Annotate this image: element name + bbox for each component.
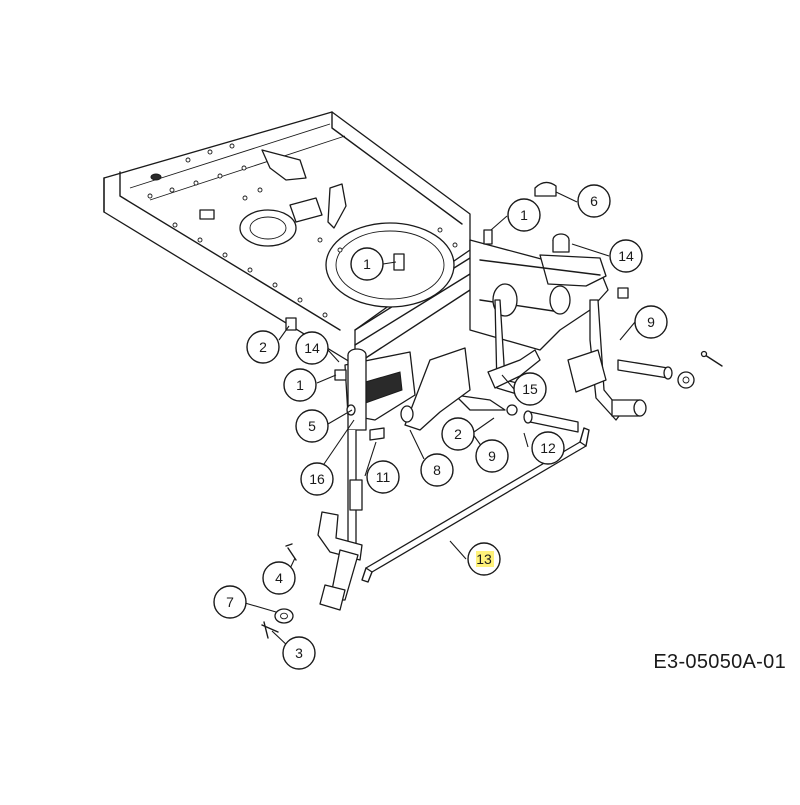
callout-9-right[interactable]: 9 [634,305,668,339]
callout-label: 9 [647,314,655,330]
callout-15[interactable]: 15 [513,372,547,406]
callout-4[interactable]: 4 [262,561,296,595]
callout-5[interactable]: 5 [295,409,329,443]
callout-label: 14 [618,248,634,264]
rod-part-13 [361,427,590,583]
callout-2-left[interactable]: 2 [246,330,280,364]
callout-label: 2 [259,339,267,355]
callout-label: 15 [522,381,538,397]
callout-label: 2 [454,426,462,442]
callout-label: 1 [520,207,528,223]
callout-label: 12 [540,440,556,456]
callout-16[interactable]: 16 [300,462,334,496]
right-linkage-assembly [404,181,723,433]
callout-8[interactable]: 8 [420,453,454,487]
callout-14-left[interactable]: 14 [295,331,329,365]
callout-label: 11 [376,469,391,485]
callout-6[interactable]: 6 [577,184,611,218]
callout-1-top[interactable]: 1 [507,198,541,232]
callout-label: 5 [308,418,316,434]
callout-2-center[interactable]: 2 [441,417,475,451]
callout-label: 6 [590,193,598,209]
callout-13-highlighted[interactable]: 13 [467,542,501,576]
drawing-code: E3-05050A-01 [653,651,786,673]
callout-14-right[interactable]: 14 [609,239,643,273]
callout-12[interactable]: 12 [531,431,565,465]
chassis-frame [103,111,471,366]
callout-11[interactable]: 11 [366,460,400,494]
callout-label: 14 [304,340,320,356]
callout-7[interactable]: 7 [213,585,247,619]
callout-3[interactable]: 3 [282,636,316,670]
callout-label: 16 [309,471,325,487]
pedal-shaft-assembly [261,253,416,639]
callout-9-center[interactable]: 9 [475,439,509,473]
highlight-marker [476,551,494,567]
callout-label: 9 [488,448,496,464]
callout-label: 1 [363,256,371,272]
callout-label: 8 [433,462,441,478]
callout-1-center[interactable]: 1 [350,247,384,281]
callout-label: 4 [275,570,283,586]
callout-label: 3 [295,645,303,661]
callout-1-left[interactable]: 1 [283,368,317,402]
callout-label: 13 [476,551,492,567]
callout-label: 1 [296,377,304,393]
callout-label: 7 [226,594,234,610]
